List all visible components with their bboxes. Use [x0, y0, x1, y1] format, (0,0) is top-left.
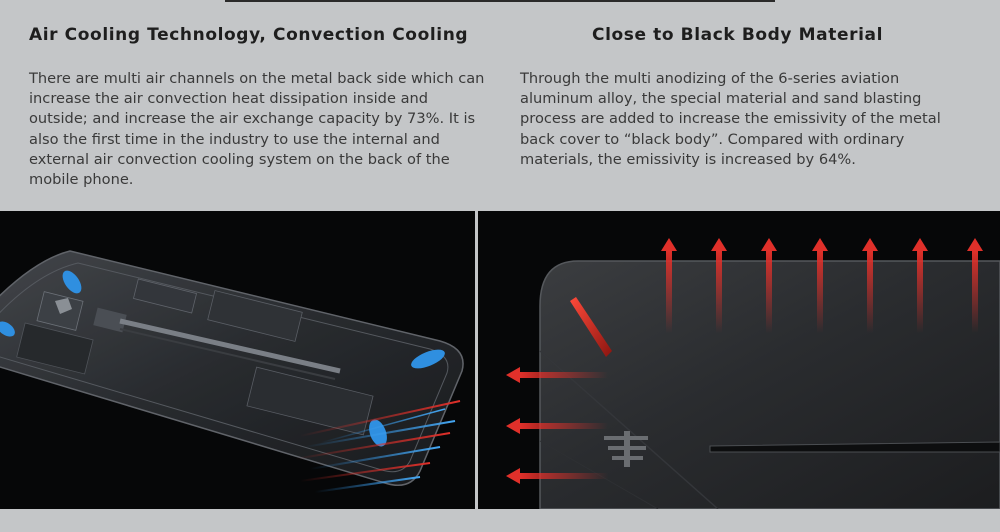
black-body-illustration	[478, 211, 1000, 509]
black-body-heading: Close to Black Body Material	[592, 25, 883, 45]
air-cooling-heading: Air Cooling Technology, Convection Cooli…	[29, 25, 469, 45]
black-body-description: Through the multi anodizing of the 6-ser…	[520, 70, 941, 168]
heat-radiation-arrows-up	[661, 238, 983, 333]
phone-back-graphic	[506, 238, 1000, 509]
panel-divider	[475, 211, 478, 509]
air-cooling-illustration	[0, 211, 475, 509]
red-magic-logo-icon	[604, 431, 648, 467]
phone-interior-graphic	[0, 250, 464, 493]
air-cooling-description: There are multi air channels on the meta…	[29, 70, 485, 189]
heat-radiation-arrows-left	[506, 367, 608, 484]
red-accent-stripe	[570, 297, 612, 357]
bottom-band	[0, 509, 1000, 532]
top-divider-line	[225, 0, 775, 2]
air-vent-icon	[62, 270, 82, 294]
